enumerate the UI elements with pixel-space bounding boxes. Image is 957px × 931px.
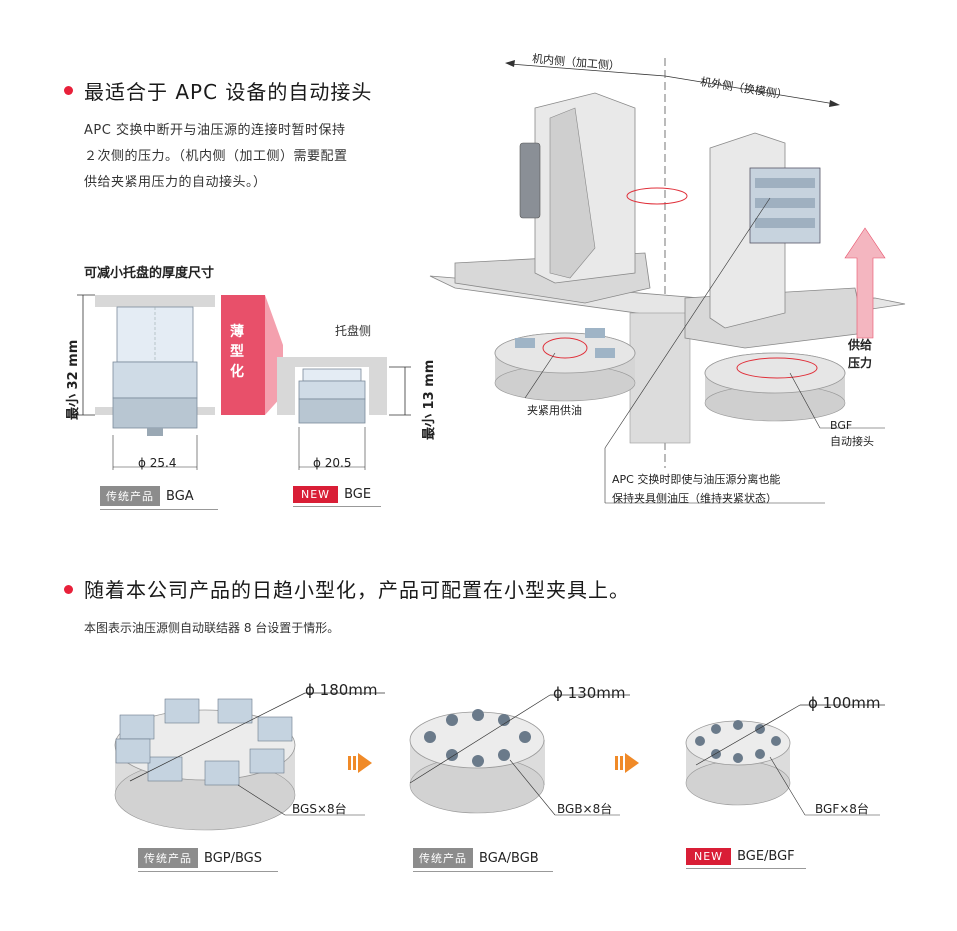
supply-pressure-label: 供给 压力 bbox=[848, 336, 872, 372]
new-tag: NEW bbox=[293, 486, 339, 503]
new-tag: NEW bbox=[686, 848, 732, 865]
model-name: BGP/BGS bbox=[204, 850, 262, 866]
legacy-tag: 传统产品 bbox=[413, 848, 473, 868]
pallet-side-label: 托盘侧 bbox=[335, 324, 372, 338]
count-bgf: BGF×8台 bbox=[815, 802, 869, 816]
size-comparison-figure bbox=[114, 692, 885, 831]
model-caption-2: 传统产品 BGA/BGB bbox=[413, 848, 553, 872]
apc-machine-illustration bbox=[429, 58, 906, 504]
diameter-130: ϕ 130mm bbox=[553, 684, 626, 702]
left-diameter: ϕ 25.4 bbox=[138, 456, 177, 470]
count-bgs: BGS×8台 bbox=[292, 802, 347, 816]
desc-line: APC 交换中断开与油压源的连接时暂时保持 bbox=[84, 123, 346, 138]
model-name: BGA bbox=[166, 488, 194, 504]
desc-line: ２次侧的压力。（机内侧（加工侧）需要配置 bbox=[84, 149, 348, 164]
left-height-dimension: 最小 32 mm bbox=[66, 339, 81, 420]
section2-heading: 随着本公司产品的日趋小型化，产品可配置在小型夹具上。 bbox=[84, 578, 630, 602]
disk-130 bbox=[409, 694, 630, 816]
section1-description: APC 交换中断开与油压源的连接时暂时保持 ２次侧的压力。（机内侧（加工侧）需要… bbox=[84, 118, 444, 196]
model-caption-1: 传统产品 BGP/BGS bbox=[138, 848, 278, 872]
supply-pressure-line: 供给 bbox=[848, 338, 873, 352]
diameter-100: ϕ 100mm bbox=[808, 694, 881, 712]
supply-pressure-line: 压力 bbox=[848, 356, 873, 370]
left-model-caption: 传统产品 BGA bbox=[100, 486, 218, 510]
right-model-caption: NEW BGE bbox=[293, 486, 381, 507]
apc-note: APC 交换时即使与油压源分离也能 保持夹具侧油压（维持夹紧状态） bbox=[612, 470, 780, 508]
thin-label-char: 化 bbox=[230, 364, 244, 380]
thin-label: 薄 型 化 bbox=[230, 322, 244, 382]
model-caption-3: NEW BGE/BGF bbox=[686, 848, 806, 869]
model-name: BGA/BGB bbox=[479, 850, 539, 866]
apc-note-line: 保持夹具侧油压（维持夹紧状态） bbox=[612, 492, 777, 505]
model-name: BGE/BGF bbox=[737, 849, 795, 864]
bgf-label-line: BGF bbox=[830, 419, 853, 432]
thin-label-char: 型 bbox=[230, 344, 244, 360]
bgf-label: BGF 自动接头 bbox=[830, 418, 874, 450]
clamp-supply-label: 夹紧用供油 bbox=[527, 404, 582, 417]
model-name: BGE bbox=[344, 487, 372, 502]
apc-note-line: APC 交换时即使与油压源分离也能 bbox=[612, 473, 781, 486]
diameter-180: ϕ 180mm bbox=[305, 681, 378, 699]
legacy-tag: 传统产品 bbox=[138, 848, 198, 868]
bullet-dot bbox=[64, 585, 73, 594]
right-diameter: ϕ 20.5 bbox=[313, 456, 352, 470]
desc-line: 供给夹紧用压力的自动接头。） bbox=[84, 175, 267, 190]
count-bgb: BGB×8台 bbox=[557, 802, 613, 816]
thin-label-char: 薄 bbox=[230, 324, 244, 340]
section2-description: 本图表示油压源侧自动联结器 8 台设置于情形。 bbox=[84, 621, 340, 635]
disk-180 bbox=[114, 692, 385, 831]
disk-100 bbox=[685, 704, 885, 816]
section1-heading: 最适合于 APC 设备的自动接头 bbox=[84, 80, 373, 104]
bgf-label-line: 自动接头 bbox=[830, 435, 874, 448]
legacy-tag: 传统产品 bbox=[100, 486, 160, 506]
bullet-dot bbox=[64, 86, 73, 95]
subheading-thickness: 可减小托盘的厚度尺寸 bbox=[84, 266, 215, 281]
thickness-comparison-figure bbox=[77, 294, 411, 470]
